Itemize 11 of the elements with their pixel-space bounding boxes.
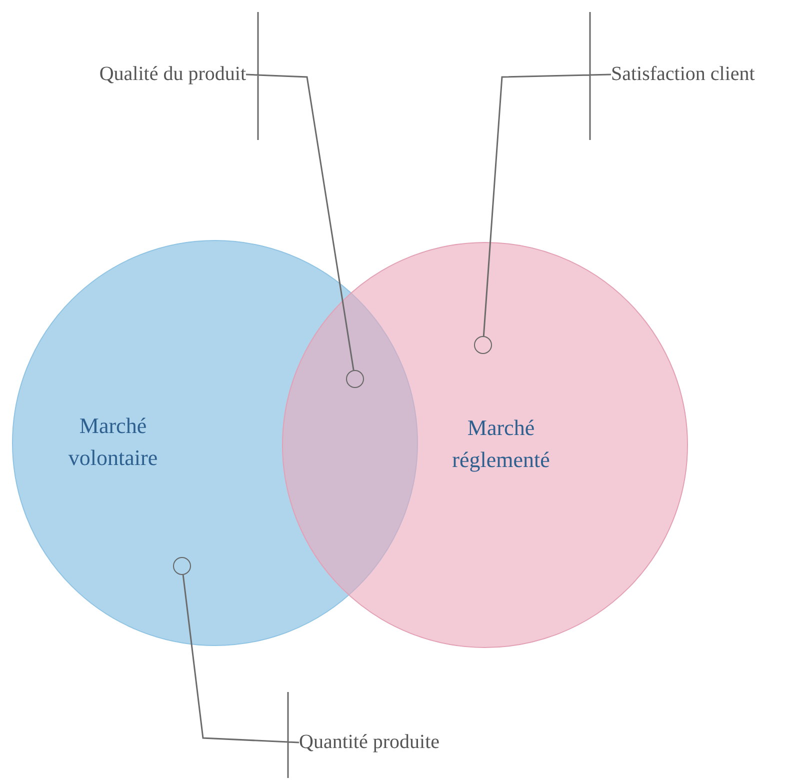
marker-circle xyxy=(474,336,492,354)
callout-label: Qualité du produit xyxy=(99,63,246,86)
leader-line xyxy=(182,574,300,779)
marker-circle xyxy=(346,370,364,388)
marker-circle xyxy=(173,557,191,575)
leader-line xyxy=(245,11,354,371)
circle-label: Marché réglementé xyxy=(451,414,551,474)
callout-label: Quantité produite xyxy=(299,731,440,754)
callout-label: Satisfaction client xyxy=(611,63,755,86)
leader-line xyxy=(482,11,612,337)
circle-label: Marché volontaire xyxy=(67,412,159,472)
